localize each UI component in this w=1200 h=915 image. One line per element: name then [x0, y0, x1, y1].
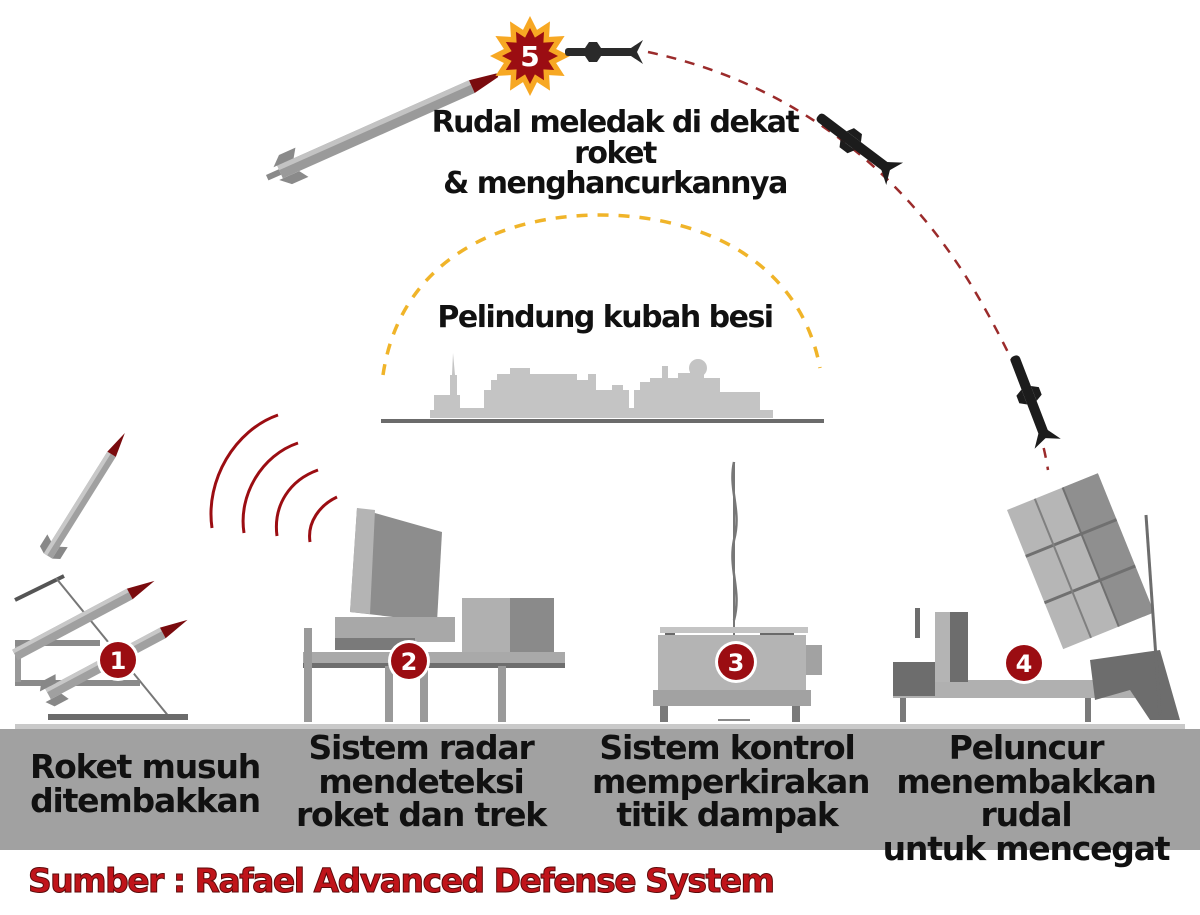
- ground-edge: [15, 724, 1185, 730]
- step-label-2: Sistem radar mendeteksi roket dan trek: [290, 731, 552, 832]
- interceptor-launcher: [893, 473, 1180, 722]
- control-unit: [653, 461, 822, 722]
- svg-text:3: 3: [728, 649, 745, 677]
- source-credit: Sumber : Rafael Advanced Defense System: [28, 861, 776, 901]
- dome-label: Pelindung kubah besi: [437, 300, 774, 335]
- enemy-rocket-icon: [265, 73, 499, 185]
- step-badge-2: 2: [388, 640, 430, 682]
- svg-text:1: 1: [110, 647, 127, 675]
- svg-text:4: 4: [1016, 650, 1033, 678]
- interception-caption-line: & menghancurkannya: [443, 166, 788, 202]
- interceptor-missile-icon: [565, 40, 643, 64]
- step-label-1: Roket musuh ditembakkan: [20, 750, 270, 817]
- city-skyline: [430, 353, 773, 418]
- radar-unit: [303, 508, 565, 722]
- step-label-line: ditembakkan: [30, 780, 261, 820]
- step-label-3: Sistem kontrol memperkirakan titik dampa…: [592, 728, 871, 835]
- step-label-line: roket dan trek: [295, 795, 547, 835]
- step-badge-3: 3: [715, 641, 757, 683]
- step-label-line: Sistem radar: [308, 728, 534, 767]
- step-label-line: Sistem kontrol: [599, 728, 855, 767]
- step-label-line: menembakkan rudal: [896, 761, 1157, 835]
- iron-dome-arc: [381, 213, 822, 376]
- step-badge-4: 4: [1003, 642, 1045, 684]
- step-badge-1: 1: [97, 639, 139, 681]
- step-label-line: mendeteksi: [318, 761, 525, 801]
- explosion-badge-5: 5: [490, 16, 570, 96]
- step-label-line: untuk mencegat: [882, 828, 1171, 868]
- svg-text:2: 2: [401, 648, 418, 676]
- interception-caption-line: Rudal meledak di dekat roket: [431, 105, 800, 171]
- step-label-line: titik dampak: [616, 795, 839, 835]
- skyline-ground-line: [381, 419, 824, 423]
- step-label-line: Roket musuh: [29, 747, 261, 786]
- interceptor-missile-icon: [1010, 355, 1061, 449]
- rocket-launcher: [12, 433, 188, 720]
- step-label-4: Peluncur menembakkan rudal untuk mencega…: [856, 731, 1196, 866]
- ground-band: [0, 729, 1200, 850]
- badge-number-5: 5: [520, 40, 539, 73]
- step-label-line: memperkirakan: [592, 761, 871, 801]
- radar-waves: [209, 413, 338, 543]
- interceptor-missile-icon: [816, 113, 904, 185]
- interception-caption: Rudal meledak di dekat roket & menghancu…: [420, 105, 810, 202]
- step-label-line: Peluncur: [948, 728, 1105, 767]
